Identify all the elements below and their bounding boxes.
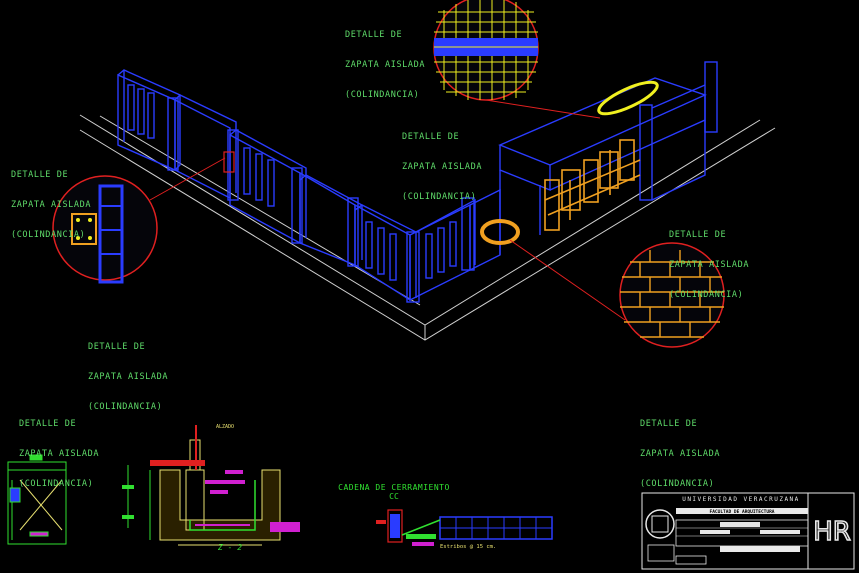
small-footing-detail (7, 454, 67, 545)
label-bottom-right: DETALLE DE ZAPATA AISLADA (COLINDANCIA) (640, 419, 721, 489)
mesh-detail-circle (433, 0, 601, 119)
column-callout-hatch (223, 151, 235, 173)
cadena-cerramiento-detail (376, 509, 553, 546)
logo-letters: HR (813, 517, 851, 547)
label-bottom-left: DETALLE DE ZAPATA AISLADA (COLINDANCIA) (19, 419, 100, 489)
university-seal-icon (645, 509, 675, 539)
right-wall (409, 61, 718, 302)
z2-section-label: Z - 2 (217, 543, 242, 552)
wall-callout-hatch (480, 219, 520, 245)
beam-callout-hatch (597, 80, 659, 116)
cadena-title: CADENA DE CERRAMIENTO (338, 483, 450, 492)
ground-lines (79, 114, 776, 341)
label-mid-center: DETALLE DE ZAPATA AISLADA (COLINDANCIA) (402, 132, 483, 202)
label-left-upper: DETALLE DE ZAPATA AISLADA (COLINDANCIA) (11, 170, 92, 240)
label-left-lower: DETALLE DE ZAPATA AISLADA (COLINDANCIA) (88, 342, 169, 412)
height-note: ALZADO (216, 424, 234, 430)
university-name: UNIVERSIDAD VERACRUZANA (682, 496, 800, 503)
footing-section-z2 (122, 425, 300, 546)
estribos-note: Estribos @ 15 cm. (440, 544, 496, 550)
title-block (641, 492, 855, 570)
label-right-upper: DETALLE DE ZAPATA AISLADA (COLINDANCIA) (669, 230, 750, 300)
faculty-name: FACULTAD DE ARQUITECTURA (709, 509, 774, 515)
column-detail-circle (52, 157, 226, 284)
cadena-subtitle: CC (389, 492, 399, 501)
label-top-center: DETALLE DE ZAPATA AISLADA (COLINDANCIA) (345, 30, 426, 100)
brick-detail-circle (509, 239, 725, 348)
gate-ornament (544, 139, 641, 231)
